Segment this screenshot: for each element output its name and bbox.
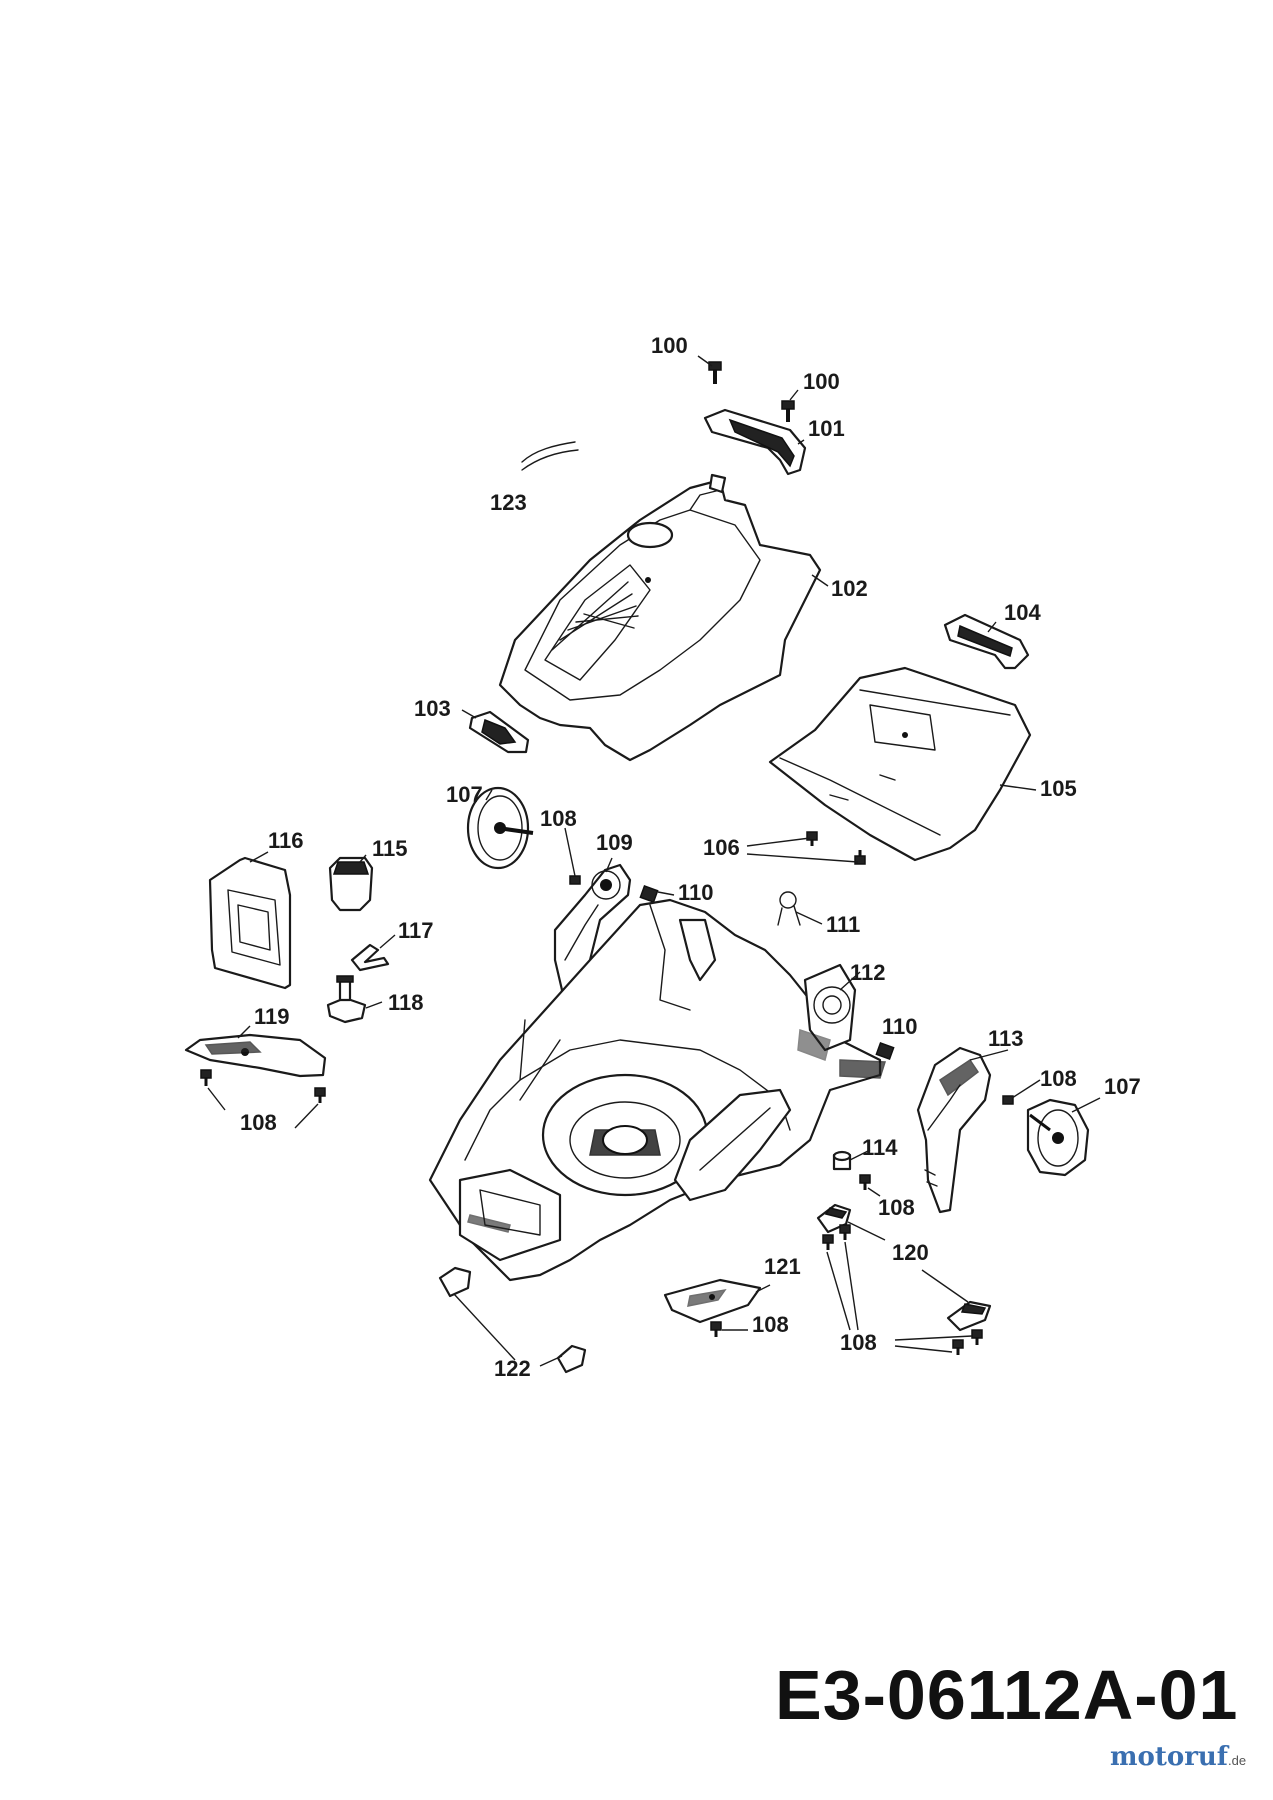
callout-110a: 110 [678,880,714,905]
part-102-upper-housing [498,473,822,762]
callout-labels: 100 100 101 123 102 104 103 105 107 108 … [240,333,1141,1381]
callout-103: 103 [414,696,451,721]
callout-108e: 108 [752,1312,789,1337]
callout-116: 116 [268,828,304,853]
drawing-code: E3-06112A-01 [775,1656,1239,1734]
callout-110b: 110 [882,1014,918,1039]
leader-lines [207,355,1101,1367]
part-122-foot-a [438,1266,472,1298]
callout-121: 121 [764,1254,801,1279]
part-123-cable-clip [521,441,579,471]
callout-109: 109 [596,830,633,855]
callout-119: 119 [254,1004,290,1029]
part-114-bushing [832,1150,852,1171]
part-119-bracket [184,1033,327,1078]
part-107-wheel-right [1026,1098,1090,1177]
part-116-flap-frame [208,856,292,990]
callout-104: 104 [1004,600,1041,625]
part-108-screws-under-119 [200,1069,326,1103]
part-111-spring [777,891,801,926]
part-103-latch [468,710,530,754]
part-108-screw-under-121 [710,1321,722,1337]
callout-123: 123 [490,490,527,515]
part-118-knob [326,975,367,1024]
callout-108c: 108 [240,1110,277,1135]
callout-117: 117 [398,918,434,943]
callout-114: 114 [862,1135,898,1160]
part-121-plate [663,1278,762,1324]
callout-115: 115 [372,836,408,861]
part-110-clip-left [639,885,659,903]
callout-122: 122 [494,1356,531,1381]
callout-108f: 108 [840,1330,877,1355]
callout-107a: 107 [446,782,483,807]
part-112-main-deck [428,898,887,1282]
callout-111: 111 [826,912,860,937]
callout-105: 105 [1040,776,1077,801]
part-115-switch-box [328,856,374,912]
callout-112: 112 [850,960,886,985]
callout-108b: 108 [1040,1066,1077,1091]
part-108-screw-near-114 [859,1174,871,1190]
callout-100a: 100 [651,333,688,358]
part-108-screw-a [569,875,581,885]
callout-113: 113 [988,1026,1024,1051]
callout-118: 118 [388,990,424,1015]
part-101-handle-grip [703,408,807,476]
part-120-clip-lower [946,1300,992,1332]
callout-108d: 108 [878,1195,915,1220]
watermark-suffix: .de [1228,1753,1247,1768]
callout-106: 106 [703,835,740,860]
part-108-screw-near-113 [1002,1095,1014,1105]
part-113-right-side-cover [916,1046,992,1214]
part-110-clip-right [875,1042,895,1060]
part-100-screw-b [781,400,795,422]
part-108-screws-near-120 [822,1224,983,1355]
callout-108a: 108 [540,806,577,831]
part-117-lever [350,943,390,972]
part-100-screw-a [708,361,722,384]
callout-101: 101 [808,416,845,441]
callout-100b: 100 [803,369,840,394]
part-105-rear-cover [768,666,1032,862]
watermark-text: motoruf [1110,1742,1228,1772]
watermark-logo: motoruf.de [1110,1742,1246,1772]
part-107-wheel-left [466,786,534,870]
part-106-screws [806,831,866,865]
part-104-rear-flap [943,613,1030,670]
callout-102: 102 [831,576,868,601]
callout-120: 120 [892,1240,929,1265]
part-122-foot-b [556,1344,587,1374]
callout-107b: 107 [1104,1074,1141,1099]
